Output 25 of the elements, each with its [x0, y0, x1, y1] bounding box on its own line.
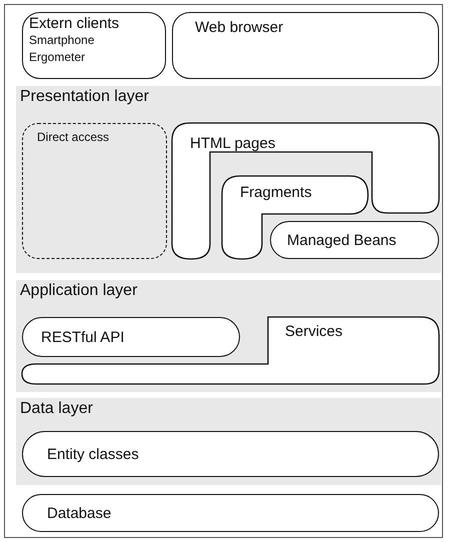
layer-band: [16, 86, 441, 273]
box-text: Ergometer: [29, 50, 86, 64]
client-box: [22, 12, 166, 79]
rounded-box: [270, 221, 439, 259]
rounded-box: [22, 431, 439, 477]
layer-title: Data layer: [20, 400, 93, 418]
rounded-box: [22, 317, 240, 357]
layer-title: Presentation layer: [20, 88, 149, 106]
box-label: Extern clients: [29, 15, 120, 32]
box-label: Managed Beans: [287, 232, 396, 249]
box-text: Smartphone: [29, 33, 94, 47]
dashed-box: [22, 123, 167, 259]
box-label: Direct access: [37, 130, 110, 144]
box-label: Web browser: [195, 19, 284, 36]
layer-title: Application layer: [20, 282, 138, 300]
box-label: RESTful API: [41, 329, 124, 346]
box-label: HTML pages: [190, 135, 276, 152]
rounded-box: [22, 494, 439, 532]
box-label: Services: [285, 323, 343, 340]
layer-band: [16, 398, 441, 485]
box-label: Fragments: [240, 184, 312, 201]
browser-box: [172, 12, 439, 79]
layer-band: [16, 280, 441, 392]
box-label: Database: [47, 505, 112, 522]
box-label: Entity classes: [47, 446, 139, 463]
